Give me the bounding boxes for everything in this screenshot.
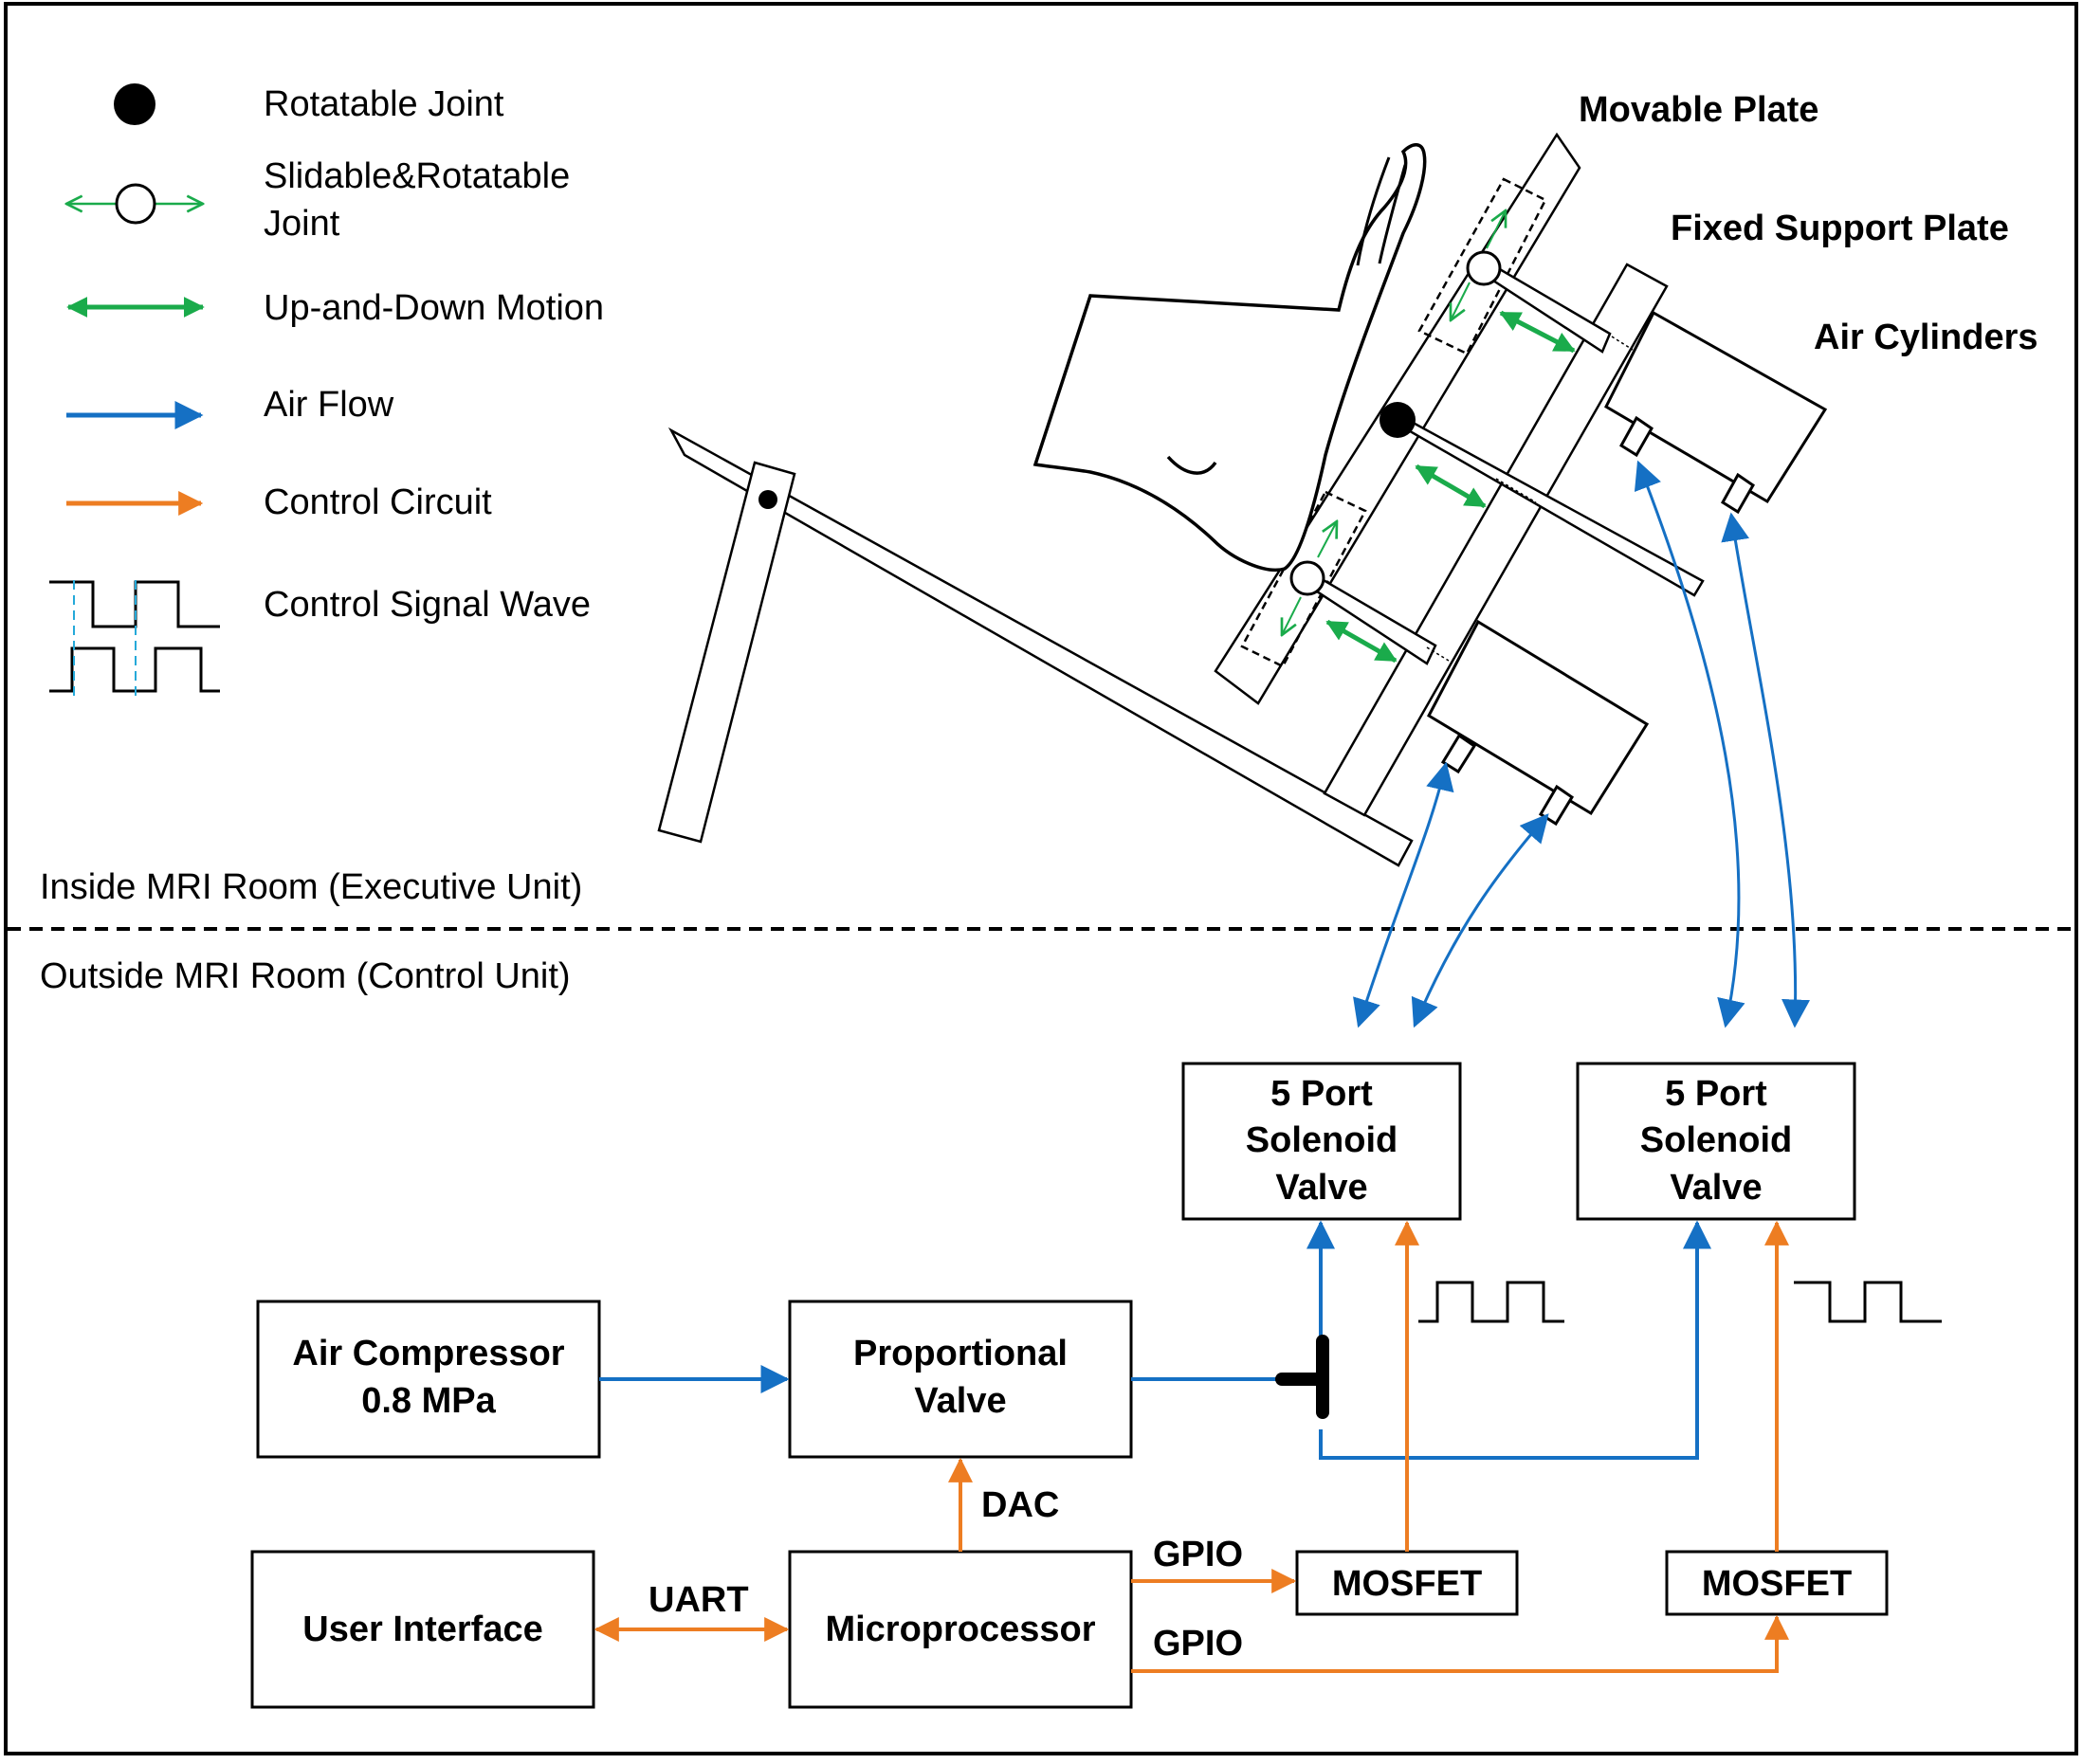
middle-rotatable-joint — [1380, 402, 1416, 438]
label-movable-plate: Movable Plate — [1579, 90, 1818, 130]
label-fixed-support-plate: Fixed Support Plate — [1671, 209, 2009, 248]
upper-slide-slot — [1417, 177, 1547, 355]
legend-rotatable-joint: Rotatable Joint — [264, 84, 504, 124]
legend-up-down: Up-and-Down Motion — [264, 288, 604, 328]
svg-text:5 Port: 5 Port — [1665, 1074, 1767, 1114]
label-uart: UART — [649, 1580, 749, 1620]
mosfet-1-block: MOSFET — [1295, 1550, 1519, 1616]
control-signal-wave-icon — [49, 580, 220, 701]
legend-air-flow: Air Flow — [264, 385, 394, 425]
toe-line-2 — [1378, 164, 1407, 264]
label-outside-mri: Outside MRI Room (Control Unit) — [40, 956, 571, 996]
tee-fitting — [1275, 1335, 1329, 1419]
rotatable-joint-icon — [114, 83, 155, 125]
slidable-joint-icon — [66, 183, 203, 225]
mosfet-2-block: MOSFET — [1665, 1550, 1889, 1616]
proportional-valve-block: Proportional Valve — [788, 1300, 1133, 1459]
svg-text:MOSFET: MOSFET — [1332, 1564, 1482, 1604]
svg-text:Valve: Valve — [1670, 1168, 1762, 1208]
lower-rod-hidden — [1426, 646, 1450, 662]
lower-slot-arrow-down — [1282, 596, 1302, 635]
air-compressor-block: Air Compressor 0.8 MPa — [256, 1300, 601, 1459]
outer-frame — [4, 2, 2078, 1755]
svg-text:5 Port: 5 Port — [1270, 1074, 1373, 1114]
svg-text:MOSFET: MOSFET — [1702, 1564, 1852, 1604]
legend: Rotatable Joint Slidable&Rotatable Joint… — [49, 83, 604, 701]
upper-air-cylinder — [1604, 310, 1828, 504]
air-lines-to-cylinders — [1353, 460, 1811, 1028]
microprocessor-block: Microprocessor — [788, 1550, 1133, 1709]
lower-slidable-joint — [1289, 560, 1325, 596]
svg-text:Air Compressor: Air Compressor — [292, 1334, 564, 1373]
lower-air-cylinder — [1427, 619, 1650, 816]
valve-2-signal-wave — [1794, 1281, 1942, 1323]
mechanism: Movable Plate Fixed Support Plate Air Cy… — [657, 90, 2038, 867]
upper-slot-arrow-down — [1451, 282, 1471, 320]
lower-slot-arrow-up — [1317, 521, 1337, 558]
legend-slidable-line1: Slidable&Rotatable — [264, 156, 570, 196]
middle-rod-hidden — [1495, 478, 1537, 503]
middle-motion-arrow — [1415, 464, 1487, 509]
svg-text:Valve: Valve — [1275, 1168, 1367, 1208]
label-gpio-2: GPIO — [1153, 1624, 1243, 1664]
valve-2-block: 5 Port Solenoid Valve — [1576, 1062, 1856, 1221]
label-air-cylinders: Air Cylinders — [1814, 318, 2038, 357]
upper-motion-arrow — [1499, 310, 1576, 354]
label-gpio-1: GPIO — [1153, 1535, 1243, 1574]
svg-text:Valve: Valve — [914, 1381, 1006, 1421]
legend-slidable-line2: Joint — [264, 204, 340, 244]
upper-rod-hidden — [1611, 336, 1634, 351]
post-pivot-joint — [758, 490, 777, 509]
svg-text:Solenoid: Solenoid — [1640, 1120, 1792, 1160]
support-post — [657, 461, 796, 844]
control-lines — [594, 1220, 1789, 1673]
svg-text:User Interface: User Interface — [302, 1609, 542, 1649]
ankle-bone-line — [1166, 455, 1217, 475]
valve-1-block: 5 Port Solenoid Valve — [1181, 1062, 1462, 1221]
toe-line-1 — [1356, 156, 1391, 266]
lower-piston-rod — [1303, 567, 1437, 665]
label-dac: DAC — [981, 1485, 1059, 1525]
legend-control-circuit: Control Circuit — [264, 482, 492, 522]
upper-slidable-joint — [1466, 250, 1502, 286]
user-interface-block: User Interface — [250, 1550, 595, 1709]
svg-text:Proportional: Proportional — [853, 1334, 1068, 1373]
label-inside-mri: Inside MRI Room (Executive Unit) — [40, 867, 582, 907]
upper-cylinder-port-left — [1619, 415, 1654, 458]
svg-text:Solenoid: Solenoid — [1246, 1120, 1398, 1160]
legend-control-wave: Control Signal Wave — [264, 585, 591, 625]
lower-slide-slot — [1240, 490, 1367, 668]
svg-text:Microprocessor: Microprocessor — [825, 1609, 1095, 1649]
valve-1-signal-wave — [1418, 1281, 1564, 1323]
upper-slot-arrow-up — [1486, 210, 1506, 249]
svg-text:0.8 MPa: 0.8 MPa — [361, 1381, 496, 1421]
lower-motion-arrow — [1325, 619, 1398, 664]
air-supply-lines — [599, 1220, 1711, 1460]
